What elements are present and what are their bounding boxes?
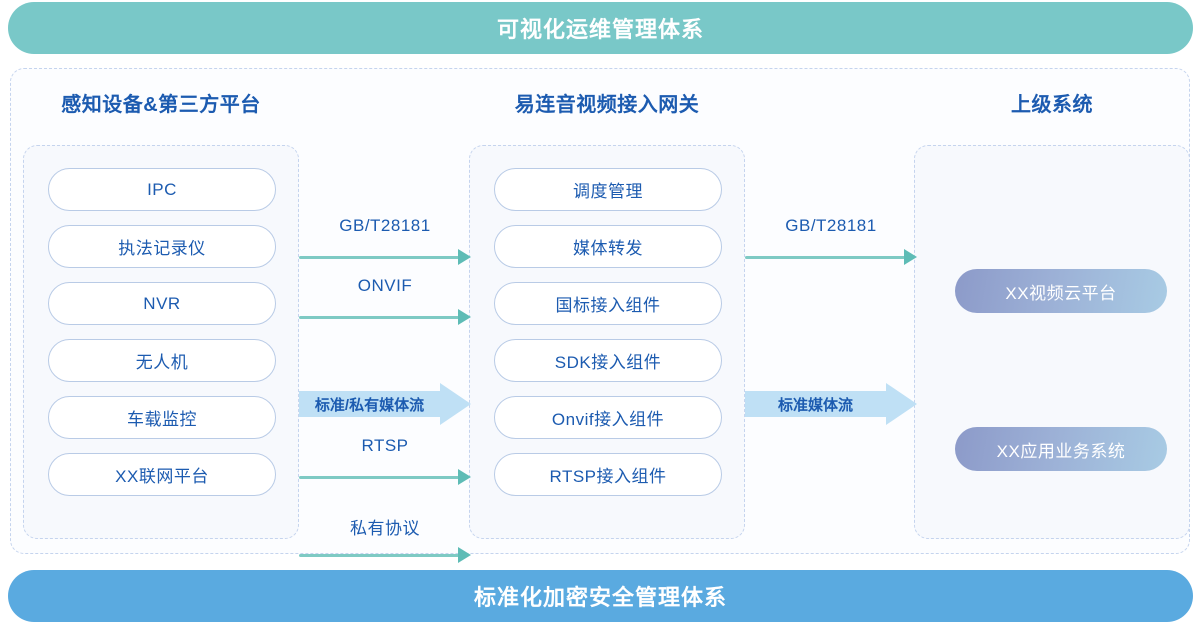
column-gateway: 易连音视频接入网关 调度管理 媒体转发 国标接入组件 SDK接入组件 Onvif… — [469, 69, 745, 555]
arrow-head-icon — [458, 547, 471, 563]
column-title-left: 感知设备&第三方平台 — [61, 94, 261, 116]
list-item[interactable]: RTSP接入组件 — [494, 453, 722, 496]
arrow-head-icon — [904, 249, 917, 265]
connector-label: ONVIF — [357, 276, 413, 295]
list-item[interactable]: 媒体转发 — [494, 225, 722, 268]
connector-arrow-private-protocol-left: 私有协议 — [299, 519, 471, 573]
list-item[interactable]: SDK接入组件 — [494, 339, 722, 382]
column-title-right: 上级系统 — [1011, 94, 1093, 116]
arrow-head-icon — [458, 469, 471, 485]
panel-left: IPC 执法记录仪 NVR 无人机 车载监控 XX联网平台 — [23, 145, 299, 539]
bottom-banner-label: 标准化加密安全管理体系 — [473, 585, 727, 610]
list-item[interactable]: 调度管理 — [494, 168, 722, 211]
diagram-outer-frame: 感知设备&第三方平台 IPC 执法记录仪 NVR 无人机 车载监控 XX联网平台… — [10, 68, 1190, 563]
connector-arrow-rtsp-left: RTSP — [299, 436, 471, 495]
arrow-line — [299, 554, 459, 557]
list-item[interactable]: IPC — [48, 168, 276, 211]
list-item[interactable]: XX联网平台 — [48, 453, 276, 496]
connector-arrow-onvif-left: ONVIF — [299, 276, 471, 335]
pill-list-right: XX视频云平台 XX应用业务系统 — [939, 146, 1167, 540]
connector-arrow-gbt28181-right: GB/T28181 — [745, 216, 917, 275]
arrow-head-icon — [458, 309, 471, 325]
top-banner: 可视化运维管理体系 — [8, 2, 1193, 54]
panel-right: XX视频云平台 XX应用业务系统 — [914, 145, 1190, 539]
arrow-head-icon — [886, 383, 917, 425]
column-upper-system: 上级系统 XX视频云平台 XX应用业务系统 — [914, 69, 1190, 555]
arrow-body — [299, 391, 440, 417]
connector-label: GB/T28181 — [785, 216, 877, 235]
connector-label: 私有协议 — [350, 519, 420, 538]
connector-label: 标准媒体流 — [777, 396, 853, 414]
arrow-line — [745, 256, 905, 259]
bottom-banner: 标准化加密安全管理体系 — [8, 570, 1193, 622]
arrow-head-icon — [458, 249, 471, 265]
pill-list-mid: 调度管理 媒体转发 国标接入组件 SDK接入组件 Onvif接入组件 RTSP接… — [494, 168, 722, 496]
list-item[interactable]: 车载监控 — [48, 396, 276, 439]
list-item[interactable]: XX应用业务系统 — [955, 427, 1167, 471]
arrow-line — [299, 316, 459, 319]
list-item[interactable]: Onvif接入组件 — [494, 396, 722, 439]
pill-list-left: IPC 执法记录仪 NVR 无人机 车载监控 XX联网平台 — [48, 168, 276, 496]
connector-arrow-gbt28181-left: GB/T28181 — [299, 216, 471, 275]
list-item[interactable]: 无人机 — [48, 339, 276, 382]
top-banner-label: 可视化运维管理体系 — [496, 17, 704, 42]
panel-mid: 调度管理 媒体转发 国标接入组件 SDK接入组件 Onvif接入组件 RTSP接… — [469, 145, 745, 539]
column-sensing-devices: 感知设备&第三方平台 IPC 执法记录仪 NVR 无人机 车载监控 XX联网平台 — [23, 69, 299, 555]
connector-label: RTSP — [361, 436, 409, 455]
arrow-line — [299, 256, 459, 259]
connector-block-arrow-media-stream-left: 标准/私有媒体流 — [299, 383, 471, 425]
arrow-line — [299, 476, 459, 479]
connector-block-arrow-standard-media-stream: 标准媒体流 — [745, 383, 917, 425]
connector-label: GB/T28181 — [339, 216, 431, 235]
list-item[interactable]: 国标接入组件 — [494, 282, 722, 325]
connector-label: 标准/私有媒体流 — [314, 396, 425, 414]
arrow-head-icon — [440, 383, 471, 425]
arrow-body — [745, 391, 886, 417]
list-item[interactable]: XX视频云平台 — [955, 269, 1167, 313]
list-item[interactable]: 执法记录仪 — [48, 225, 276, 268]
column-title-mid: 易连音视频接入网关 — [514, 94, 700, 116]
list-item[interactable]: NVR — [48, 282, 276, 325]
